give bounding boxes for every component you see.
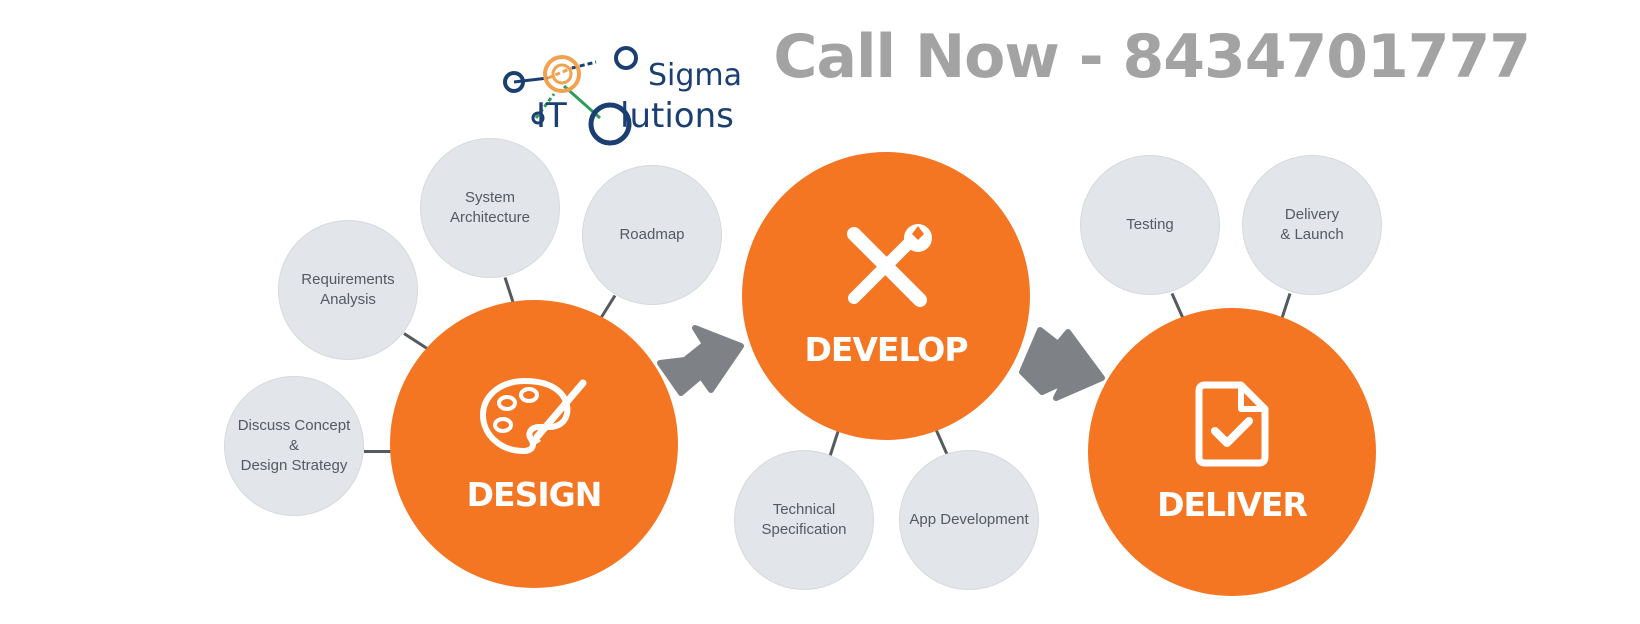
step-app-development: App Development: [899, 450, 1039, 590]
stage-design: DESIGN: [390, 300, 678, 588]
connector-line: [934, 428, 949, 456]
logo-it-text: IT: [536, 96, 567, 136]
flow-arrow-icon: [1019, 327, 1105, 401]
stage-develop: DEVELOP: [742, 152, 1030, 440]
stage-label: DELIVER: [1157, 484, 1308, 524]
connector-line: [364, 450, 396, 453]
step-requirements-analysis: Requirements Analysis: [278, 220, 418, 360]
step-testing: Testing: [1080, 155, 1220, 295]
call-now-heading: Call Now - 8434701777: [773, 22, 1531, 92]
step-delivery-launch: Delivery & Launch: [1242, 155, 1382, 295]
connector-line: [828, 431, 840, 457]
stage-deliver: DELIVER: [1088, 308, 1376, 596]
sigma-it-solutions-logo: Sigma IT lutions: [500, 40, 790, 150]
step-system-architecture: System Architecture: [420, 138, 560, 278]
step-technical-specification: Technical Specification: [734, 450, 874, 590]
stage-label: DESIGN: [466, 474, 603, 514]
document-check-icon: [1195, 381, 1269, 466]
network-nodes-logo-icon: [503, 46, 638, 146]
palette-brush-icon: [479, 377, 587, 454]
stage-label: DEVELOP: [804, 329, 968, 369]
step-roadmap: Roadmap: [582, 165, 722, 305]
logo-solutions-text: lutions: [620, 96, 734, 136]
flow-arrow-icon: [657, 325, 744, 396]
step-discuss-concept: Discuss Concept & Design Strategy: [224, 376, 364, 516]
tools-icon: [847, 223, 932, 307]
logo-sigma-text: Sigma: [648, 58, 743, 93]
